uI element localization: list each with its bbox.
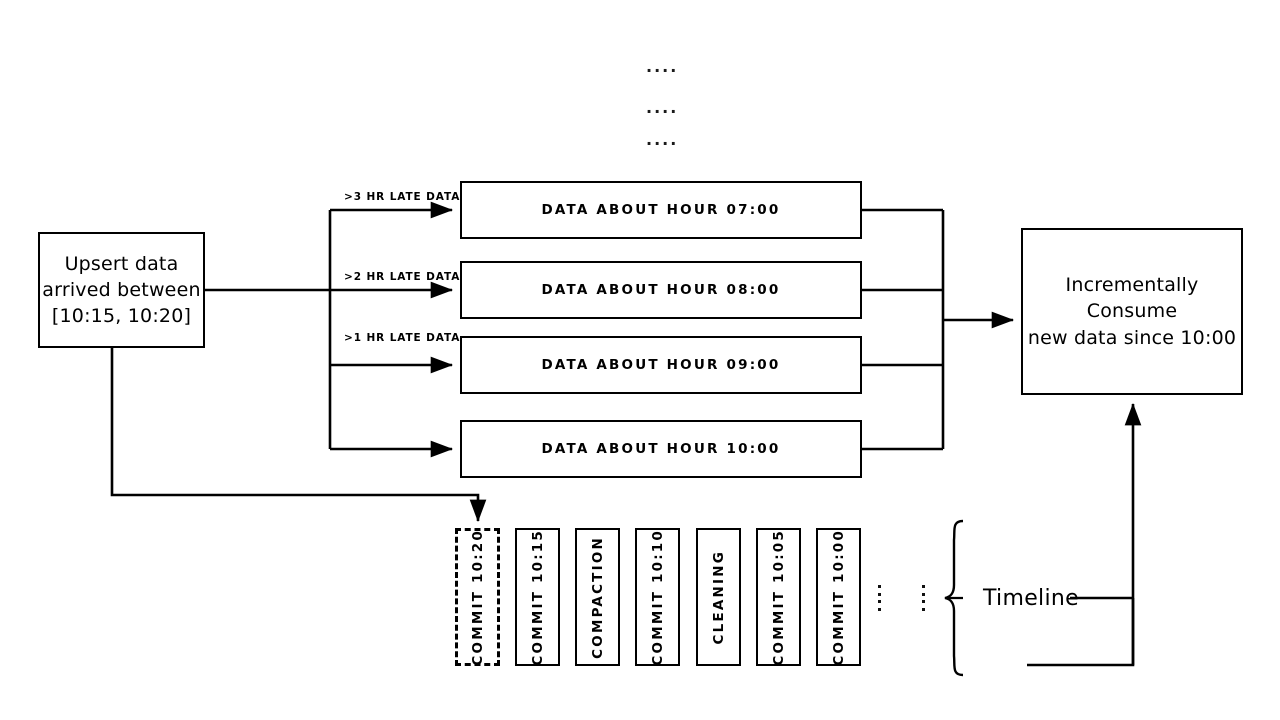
top-ellipsis-1: .... bbox=[646, 57, 679, 76]
incremental-consumer-text: Incrementally Consume new data since 10:… bbox=[1023, 272, 1241, 351]
timeline-commit-10-20[interactable]: COMMIT 10:20 bbox=[455, 528, 500, 666]
upsert-source-line-3: [10:15, 10:20] bbox=[51, 305, 192, 328]
incremental-consumer-line-1: Incrementally Consume bbox=[1065, 274, 1199, 323]
partition-box-hour-07[interactable]: DATA ABOUT HOUR 07:00 bbox=[460, 181, 862, 239]
upsert-source-line-2: arrived between bbox=[42, 278, 201, 301]
timeline-compaction[interactable]: COMPACTION bbox=[575, 528, 620, 666]
top-ellipsis-3: .... bbox=[646, 130, 679, 149]
partition-label-hour-07: DATA ABOUT HOUR 07:00 bbox=[541, 202, 781, 218]
ellipsis-dot bbox=[878, 592, 882, 596]
partition-box-hour-08[interactable]: DATA ABOUT HOUR 08:00 bbox=[460, 261, 862, 319]
edge-timeline-to-consumer bbox=[1027, 402, 1142, 667]
timeline-ellipsis-2 bbox=[922, 585, 926, 611]
upsert-source-box[interactable]: Upsert data arrived between [10:15, 10:2… bbox=[38, 232, 205, 348]
partition-label-hour-08: DATA ABOUT HOUR 08:00 bbox=[541, 282, 781, 298]
timeline-brace-label: Timeline bbox=[983, 586, 1079, 611]
timeline-commit-10-15[interactable]: COMMIT 10:15 bbox=[515, 528, 560, 666]
timeline-compaction-label: COMPACTION bbox=[589, 535, 606, 659]
ellipsis-dot bbox=[878, 600, 882, 604]
edge-source-to-commit bbox=[110, 348, 487, 523]
ellipsis-dot bbox=[922, 592, 926, 596]
partition-label-hour-10: DATA ABOUT HOUR 10:00 bbox=[541, 441, 781, 457]
timeline-commit-10-05[interactable]: COMMIT 10:05 bbox=[756, 528, 801, 666]
partition-label-hour-09: DATA ABOUT HOUR 09:00 bbox=[541, 357, 781, 373]
edge-label-late-2hr: >2 HR LATE DATA bbox=[344, 271, 461, 283]
timeline-ellipsis-1 bbox=[878, 585, 882, 611]
incremental-consumer-box[interactable]: Incrementally Consume new data since 10:… bbox=[1021, 228, 1243, 395]
timeline-commit-10-10[interactable]: COMMIT 10:10 bbox=[635, 528, 680, 666]
timeline-brace bbox=[944, 519, 964, 677]
top-ellipsis-2: .... bbox=[646, 98, 679, 117]
upsert-source-line-1: Upsert data bbox=[64, 252, 179, 275]
ellipsis-dot bbox=[922, 585, 926, 589]
timeline-commit-10-15-label: COMMIT 10:15 bbox=[529, 528, 546, 666]
partition-box-hour-09[interactable]: DATA ABOUT HOUR 09:00 bbox=[460, 336, 862, 394]
edge-label-late-1hr: >1 HR LATE DATA bbox=[344, 332, 461, 344]
timeline-commit-10-20-label: COMMIT 10:20 bbox=[469, 528, 486, 666]
ellipsis-dot bbox=[878, 607, 882, 611]
edge-label-late-3hr: >3 HR LATE DATA bbox=[344, 191, 461, 203]
timeline-cleaning[interactable]: CLEANING bbox=[696, 528, 741, 666]
timeline-commit-10-05-label: COMMIT 10:05 bbox=[770, 528, 787, 666]
timeline-commit-10-00-label: COMMIT 10:00 bbox=[830, 528, 847, 666]
ellipsis-dot bbox=[878, 585, 882, 589]
upsert-source-text: Upsert data arrived between [10:15, 10:2… bbox=[42, 251, 200, 330]
ellipsis-dot bbox=[922, 607, 926, 611]
timeline-cleaning-label: CLEANING bbox=[710, 549, 727, 645]
incremental-consumer-line-2: new data since 10:00 bbox=[1027, 326, 1237, 349]
ellipsis-dot bbox=[922, 600, 926, 604]
partition-box-hour-10[interactable]: DATA ABOUT HOUR 10:00 bbox=[460, 420, 862, 478]
timeline-commit-10-10-label: COMMIT 10:10 bbox=[649, 528, 666, 666]
timeline-commit-10-00[interactable]: COMMIT 10:00 bbox=[816, 528, 861, 666]
